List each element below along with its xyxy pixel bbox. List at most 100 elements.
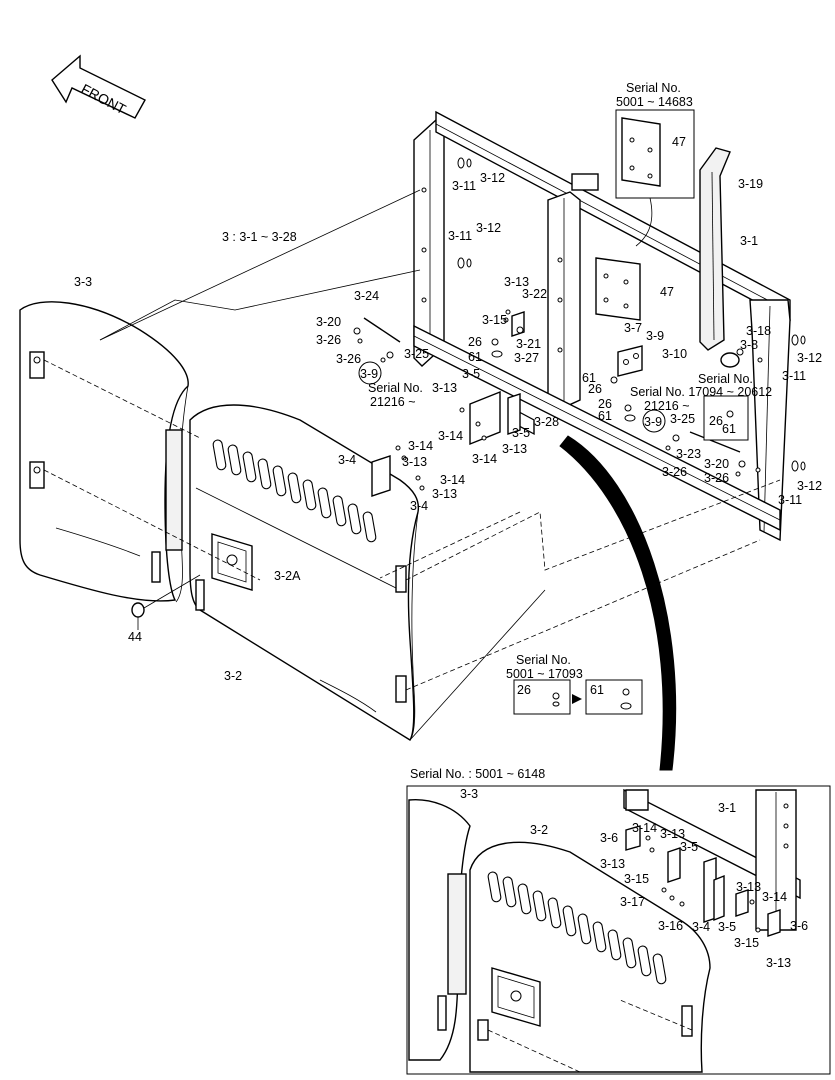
- callout-label: 61: [722, 422, 736, 436]
- serial-note-5001-17093: [513, 679, 643, 715]
- callout-label: 3-26: [662, 465, 687, 479]
- callout-label: 3-13: [402, 455, 427, 469]
- knob-44: [131, 574, 201, 630]
- callout-label: 3-8: [740, 338, 758, 352]
- callout-label: 3-6: [790, 919, 808, 933]
- callout-label: 3-5: [512, 426, 530, 440]
- callout-label: 3-28: [534, 415, 559, 429]
- serial-notes: Serial No. 5001 ~ 14683 Serial No. 21216…: [368, 81, 772, 681]
- callout-label: 3-9: [646, 329, 664, 343]
- callout-label: 26: [598, 397, 612, 411]
- serial-note-line: 5001 ~ 17093: [506, 667, 583, 681]
- callout-label: 3-10: [662, 347, 687, 361]
- callout-label: 3-23: [676, 447, 701, 461]
- callout-label: 3-26: [336, 352, 361, 366]
- serial-box-17094: [703, 395, 749, 441]
- callout-label: 3-1: [740, 234, 758, 248]
- callout-label: 3-18: [746, 324, 771, 338]
- callout-label: 3-14: [472, 452, 497, 466]
- callout-label: 3-13: [736, 880, 761, 894]
- callout-label: 3-13: [432, 381, 457, 395]
- callout-label: 26: [709, 414, 723, 428]
- serial-note-line: 21216 ~: [644, 399, 690, 413]
- seal-strip-3-19: [699, 147, 731, 351]
- callout-label: 3-26: [316, 333, 341, 347]
- callout-label: 3-17: [620, 895, 645, 909]
- plate-47-leader: [635, 197, 653, 247]
- callout-label: 3-16: [658, 919, 683, 933]
- serial-note-line: Serial No.: [626, 81, 681, 95]
- callout-label: 3-11: [448, 229, 472, 243]
- callout-label: 3-11: [778, 493, 802, 507]
- hardware: [353, 157, 806, 497]
- callout-label: 61: [590, 683, 604, 697]
- callout-label: 3-26: [704, 471, 729, 485]
- serial-note-line: 5001 ~ 14683: [616, 95, 693, 109]
- detail-pointer: [559, 435, 677, 771]
- callout-label: 61: [582, 371, 596, 385]
- callout-label: 3-9: [360, 367, 378, 381]
- callout-label: 3-20: [316, 315, 341, 329]
- serial-note-line: 21216 ~: [370, 395, 416, 409]
- front-arrow: FRONT: [51, 54, 146, 119]
- callout-label: 3-14: [762, 890, 787, 904]
- serial-note-line: Serial No.: [368, 381, 423, 395]
- plate-47-installed: [595, 257, 641, 321]
- callout-label: 3-4: [410, 499, 428, 513]
- callout-label: 3-11: [452, 179, 476, 193]
- callout-label: 3-13: [504, 275, 529, 289]
- callout-label: 44: [128, 630, 142, 644]
- main-group-label: 3 : 3-1 ~ 3-28: [222, 230, 297, 244]
- callout-label: 26: [588, 382, 602, 396]
- serial-note-line: Serial No.: [698, 372, 753, 386]
- callout-label: 3-19: [738, 177, 763, 191]
- callout-label: 3-12: [797, 479, 822, 493]
- callout-label: 3-13: [766, 956, 791, 970]
- callout-label: 3-5: [462, 367, 480, 381]
- callout-label: 3-5: [718, 920, 736, 934]
- callout-label: 3-14: [408, 439, 433, 453]
- callout-label: 3-21: [516, 337, 541, 351]
- latch-3-2A: [211, 533, 253, 591]
- callout-label: 3-24: [354, 289, 379, 303]
- callout-label: 3-2: [224, 669, 242, 683]
- callout-label: 3-25: [670, 412, 695, 426]
- callout-label: 3-3: [74, 275, 92, 289]
- door-vent-slots: [212, 439, 377, 543]
- callout-label: 3-13: [432, 487, 457, 501]
- callout-label: 3-4: [692, 920, 710, 934]
- callout-label: 3-4: [338, 453, 356, 467]
- callout-label: 3-20: [704, 457, 729, 471]
- serial-note-line: Serial No.: [516, 653, 571, 667]
- callout-label: 3-1: [718, 801, 736, 815]
- callout-label: 3-15: [734, 936, 759, 950]
- inset-title: Serial No. : 5001 ~ 6148: [410, 767, 545, 781]
- callout-label: 3-14: [438, 429, 463, 443]
- callout-label: 3-5: [680, 840, 698, 854]
- inset-detail: Serial No. : 5001 ~ 6148: [406, 767, 831, 1075]
- door-3-2: [189, 404, 420, 741]
- callout-label: 3-27: [514, 351, 539, 365]
- callout-label: 3-25: [404, 347, 429, 361]
- plate-47-serial-box: [615, 109, 695, 199]
- callout-label: 61: [598, 409, 612, 423]
- callout-label: 3-12: [797, 351, 822, 365]
- callout-label: 3-11: [782, 369, 806, 383]
- callout-label: 3-7: [624, 321, 642, 335]
- callout-label: 3-15: [482, 313, 507, 327]
- callout-label: 3-15: [624, 872, 649, 886]
- serial-note-line: Serial No. 17094 ~ 20612: [630, 385, 772, 399]
- inset-vent-slots: [487, 871, 667, 985]
- callout-label: 3-12: [476, 221, 501, 235]
- callout-label: 26: [517, 683, 531, 697]
- callout-label: 3-9: [644, 415, 662, 429]
- door-3-3: [19, 301, 189, 603]
- assembly-lines: [43, 189, 781, 741]
- callout-label: 3-13: [600, 857, 625, 871]
- callout-label: 47: [672, 135, 686, 149]
- callout-label: 26: [468, 335, 482, 349]
- callout-label: 47: [660, 285, 674, 299]
- callout-label: 3-6: [600, 831, 618, 845]
- callout-label: 3-2A: [274, 569, 301, 583]
